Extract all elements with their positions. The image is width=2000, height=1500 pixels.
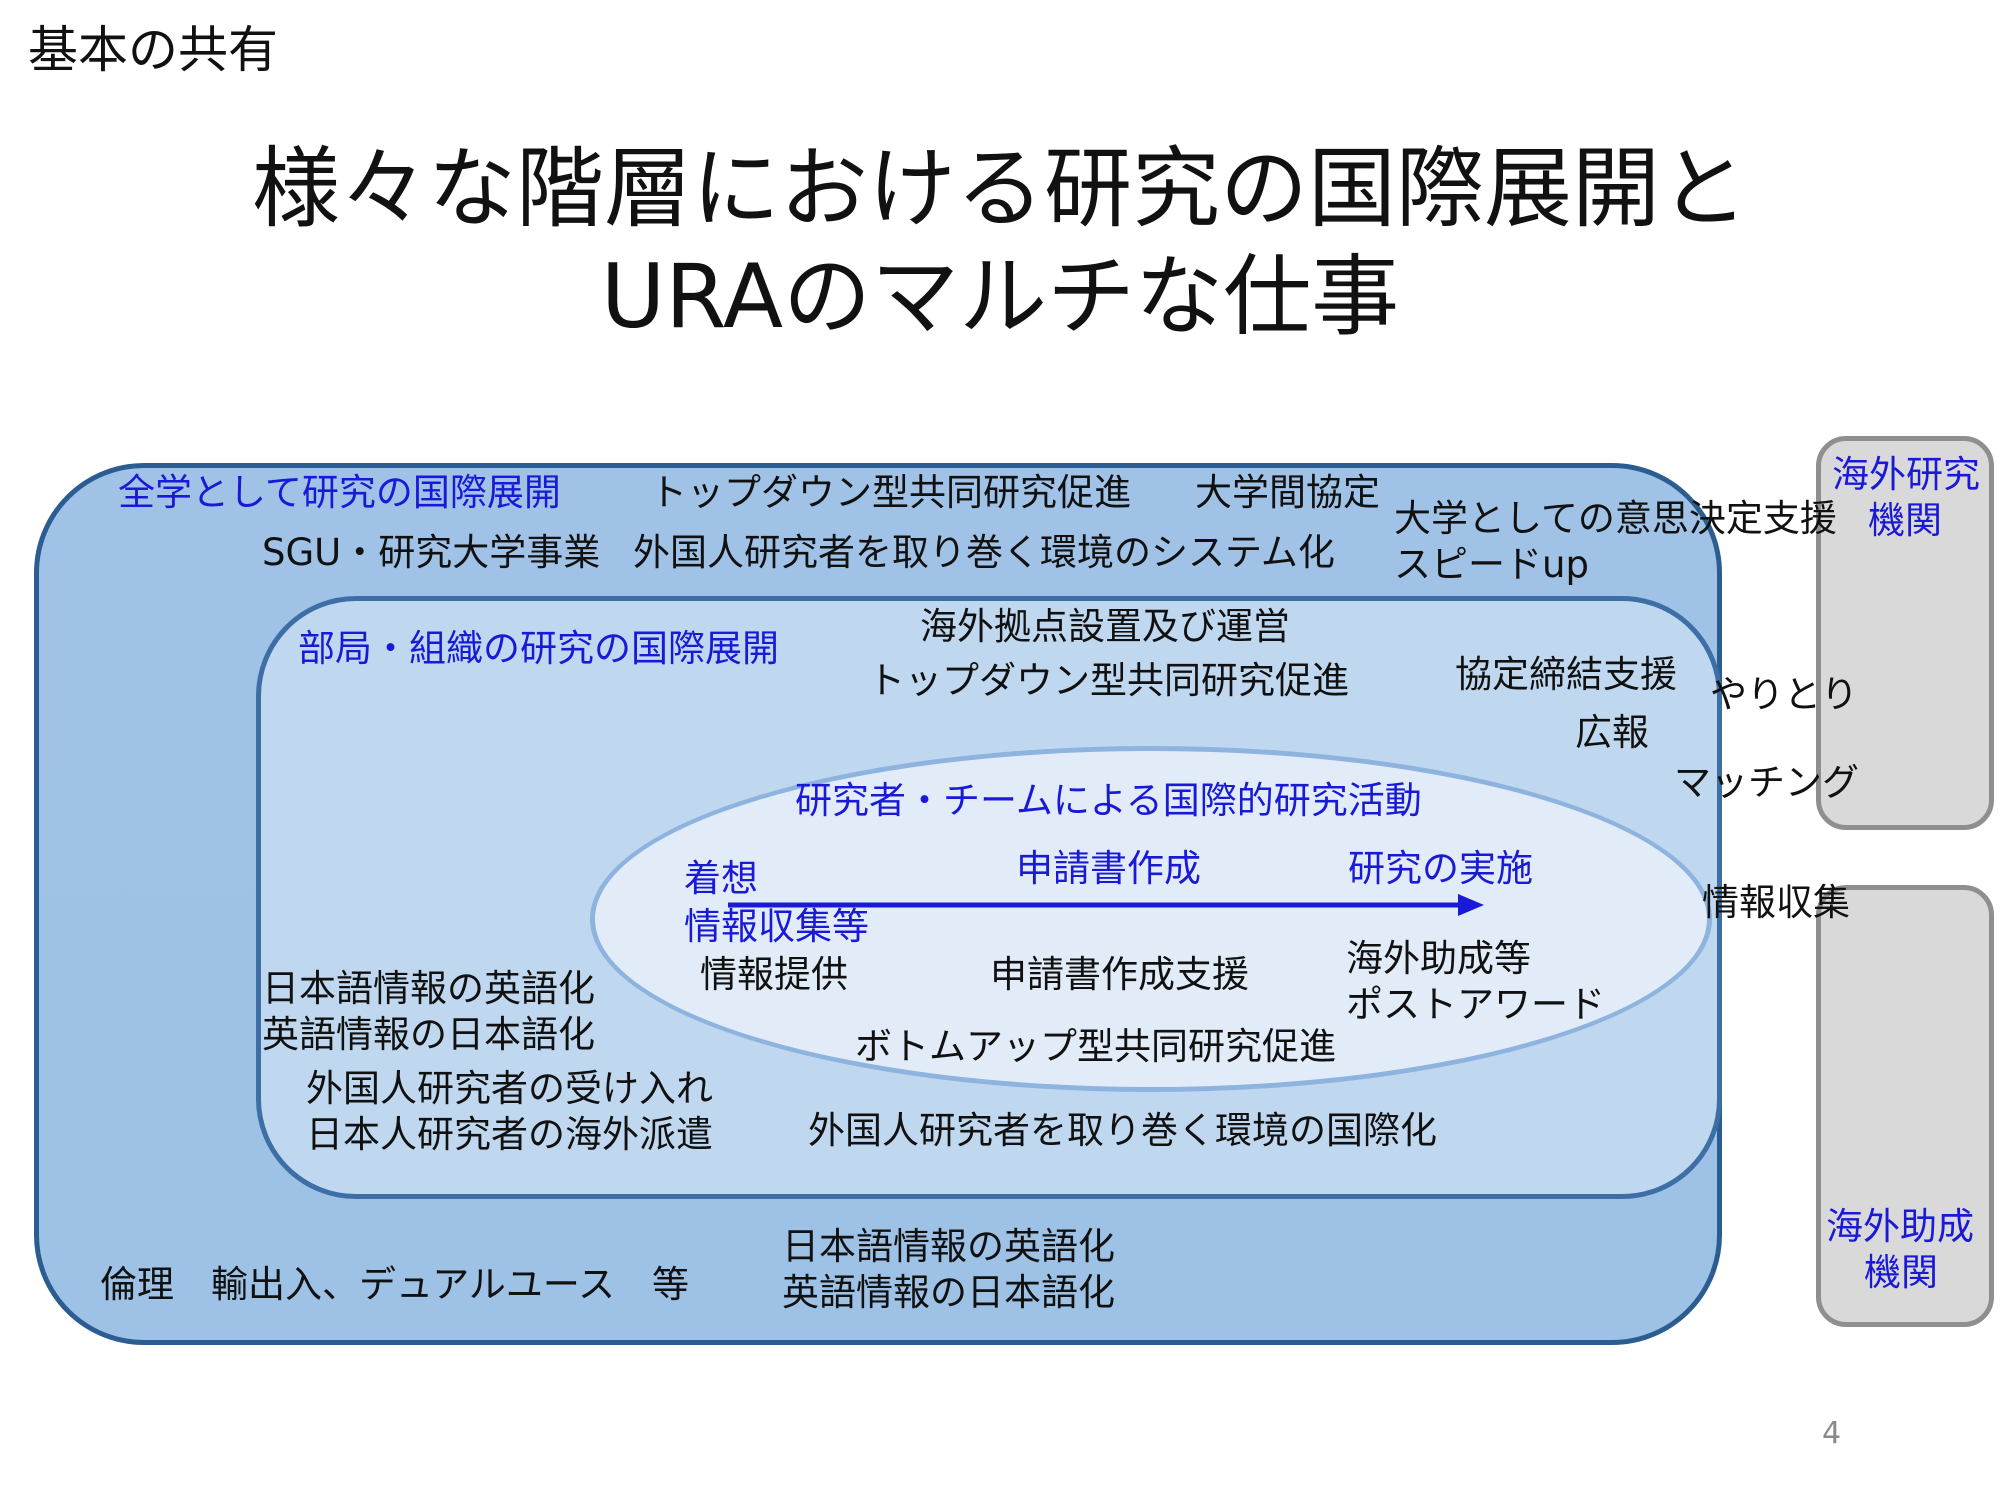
university-level-heading: 全学として研究の国際展開 [118, 471, 561, 514]
interaction-info-gathering: 情報収集 [1702, 881, 1850, 924]
process-arrow-head [1458, 894, 1484, 916]
section-label: 基本の共有 [28, 21, 278, 79]
stage-implementation: 研究の実施 [1348, 847, 1533, 890]
sgu-research-university-program: SGU・研究大学事業 [262, 531, 601, 574]
application-support: 申請書作成支援 [990, 953, 1249, 996]
overseas-grant-label-2: 機関 [1864, 1251, 1938, 1294]
environment-internationalization: 外国人研究者を取り巻く環境の国際化 [808, 1109, 1437, 1152]
title-line-2: URAのマルチな仕事 [600, 245, 1400, 348]
university-translation-ja-en: 日本語情報の英語化 [782, 1225, 1115, 1268]
agreement-support: 協定締結支援 [1455, 653, 1677, 696]
title-line-1: 様々な階層における研究の国際展開と [251, 137, 1748, 240]
bottom-up-collab: ボトムアップ型共同研究促進 [855, 1025, 1336, 1068]
post-award: ポストアワード [1346, 983, 1605, 1026]
japanese-researcher-dispatch: 日本人研究者の海外派遣 [306, 1113, 713, 1156]
department-level-heading: 部局・組織の研究の国際展開 [298, 627, 779, 670]
decision-support: 大学としての意思決定支援 [1394, 497, 1837, 540]
department-translation-en-ja: 英語情報の日本語化 [262, 1013, 595, 1056]
overseas-research-institution-box [1816, 436, 1994, 830]
university-topdown-collab: トップダウン型共同研究促進 [650, 471, 1131, 514]
overseas-grant-label-1: 海外助成 [1826, 1205, 1974, 1248]
stage-application: 申請書作成 [1016, 847, 1201, 890]
interaction-exchange: やりとり [1710, 673, 1858, 716]
slide-title: 様々な階層における研究の国際展開と URAのマルチな仕事 [0, 135, 2000, 351]
overseas-grants: 海外助成等 [1346, 937, 1531, 980]
overseas-research-label-2: 機関 [1868, 499, 1942, 542]
stage-information-gathering: 情報収集等 [684, 905, 869, 948]
overseas-funding-agency-box [1816, 885, 1994, 1327]
department-translation-ja-en: 日本語情報の英語化 [262, 967, 595, 1010]
overseas-base-operation: 海外拠点設置及び運営 [920, 605, 1290, 648]
researcher-level-ellipse [590, 746, 1712, 1092]
inter-university-agreement: 大学間協定 [1195, 471, 1380, 514]
university-translation-en-ja: 英語情報の日本語化 [782, 1271, 1115, 1314]
page-number: 4 [1822, 1416, 1842, 1451]
stage-conception: 着想 [684, 857, 758, 900]
overseas-research-label-1: 海外研究 [1832, 453, 1980, 496]
researcher-level-heading: 研究者・チームによる国際的研究活動 [795, 779, 1422, 822]
speed-up: スピードup [1394, 543, 1589, 586]
public-relations: 広報 [1575, 711, 1649, 754]
foreign-researcher-env-system: 外国人研究者を取り巻く環境のシステム化 [633, 531, 1335, 574]
info-provision: 情報提供 [700, 953, 848, 996]
interaction-matching: マッチング [1674, 761, 1859, 804]
ethics-export-dual-use: 倫理 輸出入、デュアルユース 等 [100, 1263, 690, 1306]
foreign-researcher-acceptance: 外国人研究者の受け入れ [306, 1067, 713, 1110]
department-topdown-collab: トップダウン型共同研究促進 [868, 659, 1349, 702]
